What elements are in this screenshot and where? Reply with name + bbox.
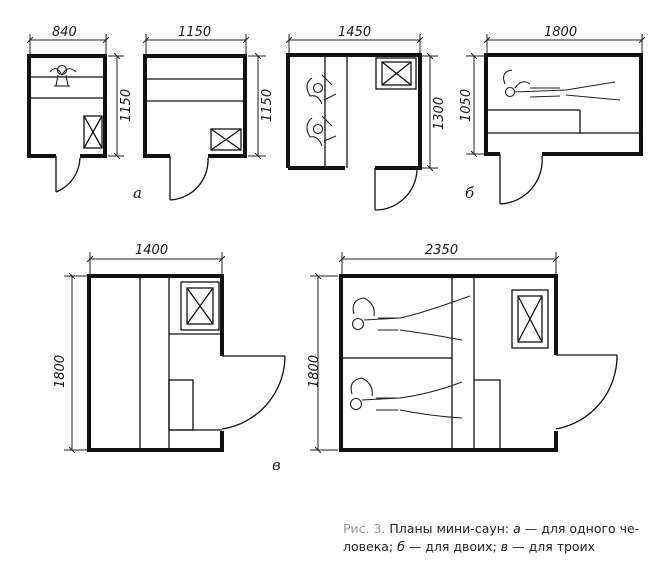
heater-icon: [511, 289, 549, 349]
plan-b2: 1800 1050 б: [459, 25, 642, 205]
plan-b2-height: 1050: [459, 89, 474, 122]
person-sitting-icon: [49, 64, 77, 87]
plan-c1: 1400 1800 в: [53, 243, 286, 474]
plan-b1: 1450 1300: [286, 25, 447, 211]
plan-b1-height: 1300: [432, 97, 447, 130]
plan-a-letter: а: [133, 184, 142, 202]
person-sitting-icon: [306, 115, 337, 147]
caption-letter-c: в: [500, 539, 509, 554]
heater-icon: [83, 115, 103, 149]
plan-a2: 1150 1150 а: [133, 25, 275, 202]
plan-c2: 2350 1800: [307, 243, 618, 450]
caption-letter-a: а: [513, 521, 521, 536]
caption-text: — для одного че-: [520, 521, 640, 536]
heater-icon: [210, 128, 242, 151]
plan-b2-width: 1800: [544, 25, 577, 40]
person-lying-icon: [349, 377, 463, 419]
figure-caption: Рис. 3. Планы мини-саун: а — для одного …: [343, 520, 663, 556]
person-lying-icon: [351, 295, 471, 341]
plan-a1: 840 1150: [27, 25, 134, 193]
plan-b-letter: б: [465, 184, 475, 202]
caption-letter-b: б: [397, 539, 405, 554]
plan-c2-height: 1800: [307, 355, 322, 388]
plan-c1-height: 1800: [53, 355, 68, 388]
caption-text: — для троих: [508, 539, 596, 554]
heater-icon: [375, 57, 417, 90]
plan-a1-height: 1150: [119, 89, 134, 122]
plan-c2-width: 2350: [425, 243, 458, 258]
plan-c-letter: в: [272, 456, 281, 474]
plan-a1-width: 840: [52, 25, 77, 40]
plan-a2-width: 1150: [178, 25, 211, 40]
caption-text: — для двоих;: [404, 539, 501, 554]
person-lying-icon: [503, 69, 621, 101]
caption-label: Рис. 3.: [343, 521, 386, 536]
caption-text: Планы мини-саун:: [385, 521, 514, 536]
heater-icon: [180, 281, 220, 331]
person-sitting-icon: [306, 74, 337, 105]
caption-text: ловека;: [343, 539, 398, 554]
plan-b1-width: 1450: [338, 25, 371, 40]
plan-c1-width: 1400: [135, 243, 168, 258]
plan-a2-height: 1150: [260, 89, 275, 122]
